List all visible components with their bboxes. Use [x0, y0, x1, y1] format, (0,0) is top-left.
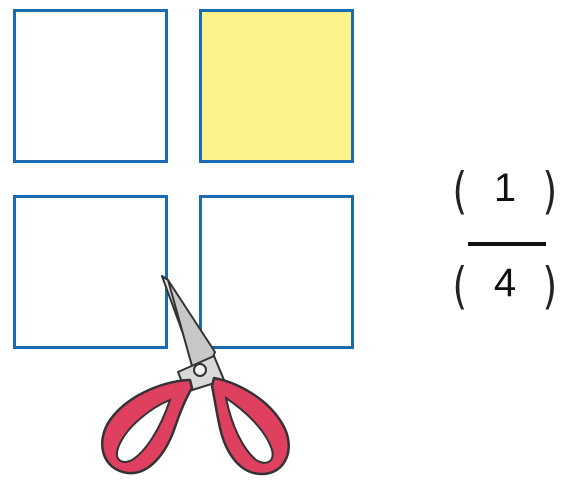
square-bottom-right: [199, 195, 354, 349]
denominator: 4: [493, 261, 517, 305]
square-bottom-left: [13, 195, 168, 349]
left-paren: (: [452, 257, 468, 315]
fraction: ( 1 ) ( 4 ): [450, 160, 560, 330]
scissors-joint: [177, 355, 225, 393]
left-paren: (: [452, 162, 468, 220]
square-top-right-shaded: [199, 9, 354, 163]
numerator-box: ( 1 ): [450, 160, 560, 222]
square-top-left: [13, 9, 168, 163]
right-paren: ): [542, 257, 558, 315]
scissors-handle-right-hole: [224, 395, 274, 464]
denominator-box: ( 4 ): [450, 255, 560, 317]
right-paren: ): [542, 162, 558, 220]
scissors-handle-left-hole: [116, 398, 172, 463]
fraction-bar: [468, 242, 546, 246]
numerator: 1: [493, 166, 517, 210]
scissors-pivot: [193, 363, 207, 377]
scissors-handle-right: [210, 376, 290, 476]
scissors-handle-left: [101, 378, 194, 475]
